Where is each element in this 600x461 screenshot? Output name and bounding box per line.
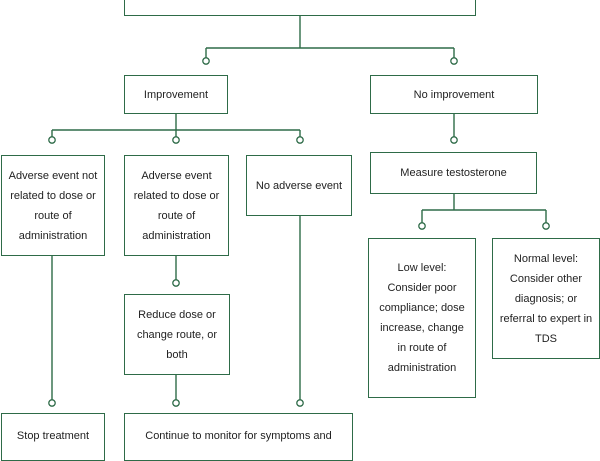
connector-node	[202, 57, 210, 65]
low-level-box: Low level: Consider poor compliance; dos…	[368, 238, 476, 398]
connector-node	[172, 136, 180, 144]
flowchart-connectors	[48, 16, 550, 407]
connector-testosterone-split	[421, 194, 547, 226]
normal-level-box: Normal level: Consider other diagnosis; …	[492, 238, 600, 359]
adverse-event-not-related-box: Adverse event not related to dose or rou…	[1, 155, 105, 256]
improvement-box: Improvement	[124, 75, 228, 114]
connector-node	[296, 399, 304, 407]
connector-node	[418, 222, 426, 230]
connector-node	[48, 136, 56, 144]
adverse-event-related-box: Adverse event related to dose or route o…	[124, 155, 229, 256]
continue-monitor-box: Continue to monitor for symptoms and	[124, 413, 353, 461]
connector-node	[48, 399, 56, 407]
connector-node	[450, 57, 458, 65]
no-adverse-event-box: No adverse event	[246, 155, 352, 216]
stop-treatment-box: Stop treatment	[1, 413, 105, 461]
connector-node	[172, 399, 180, 407]
connector-node	[542, 222, 550, 230]
connector-top-split	[205, 16, 455, 61]
connector-node	[450, 136, 458, 144]
connector-node	[172, 279, 180, 287]
no-improvement-box: No improvement	[370, 75, 538, 114]
measure-testosterone-box: Measure testosterone	[370, 152, 537, 194]
connector-improvement-split	[51, 114, 301, 140]
top-box	[124, 0, 476, 16]
reduce-dose-box: Reduce dose or change route, or both	[124, 294, 230, 375]
connector-node	[296, 136, 304, 144]
